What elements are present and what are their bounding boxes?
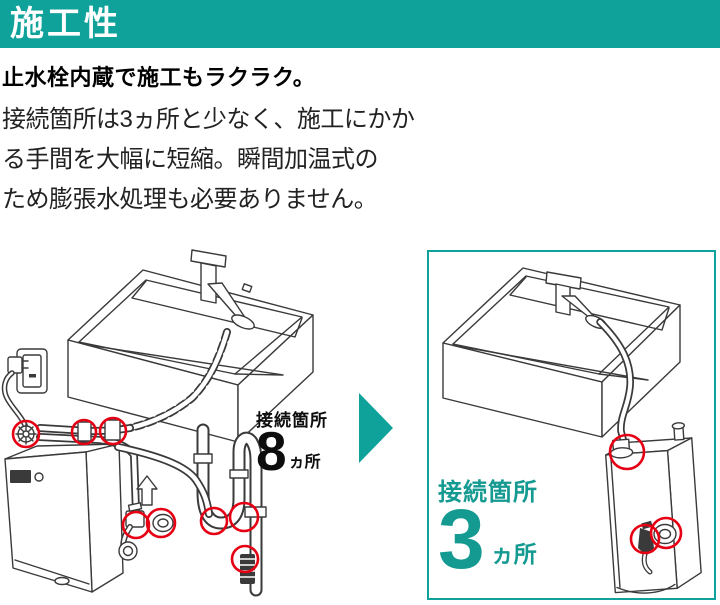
faucet-illustration [190, 249, 255, 330]
connection-count-unit: ヵ所 [288, 454, 321, 472]
cord-connector [15, 423, 37, 445]
power-plug [7, 356, 29, 374]
connection-point-marker [11, 419, 41, 449]
lead-sentence: 止水栓内蔵で施工もラクラク。 [2, 65, 316, 90]
connection-count: 3 [438, 492, 485, 586]
section-header: 施工性 [0, 0, 720, 48]
connection-point-marker [230, 544, 260, 574]
body-line: る手間を大幅に短縮。瞬間加温式の [2, 146, 379, 173]
connection-point-marker [98, 416, 128, 446]
before-connection-label: 接続箇所 8 ヵ所 [256, 406, 328, 482]
connection-count: 8 [256, 420, 287, 482]
faucet-hose-hidden [126, 328, 231, 432]
body-paragraph: 接続箇所は3ヵ所と少なく、施工にかか る手間を大幅に短縮。瞬間加温式の ため膨張… [2, 100, 442, 220]
body-line: ため膨張水処理も必要ありません。 [2, 186, 378, 213]
connection-point-marker [145, 507, 177, 539]
connection-point-marker [70, 418, 98, 446]
drain-coupling [240, 554, 255, 584]
supply-pipes [36, 419, 213, 518]
body-line: 接続箇所は3ヵ所と少なく、施工にかか [2, 106, 415, 133]
before-connection-markers [11, 416, 260, 574]
connection-point-marker [121, 510, 151, 540]
connection-point-marker [228, 501, 260, 533]
water-heater-illustration [4, 443, 124, 593]
shutoff-valve-illustration [118, 502, 174, 561]
connection-point-marker [199, 506, 229, 536]
flow-up-arrow-icon [136, 475, 158, 506]
connection-label-title: 接続箇所 [256, 411, 328, 430]
page-title: 施工性 [10, 5, 121, 43]
after-connection-label: 接続箇所 3 ヵ所 [438, 472, 538, 586]
after-diagram-frame [427, 250, 716, 600]
wall-outlet-illustration [1, 348, 48, 428]
transition-arrow-icon [359, 393, 393, 463]
connection-label-title: 接続箇所 [438, 479, 538, 506]
connection-count-unit: ヵ所 [490, 540, 537, 567]
